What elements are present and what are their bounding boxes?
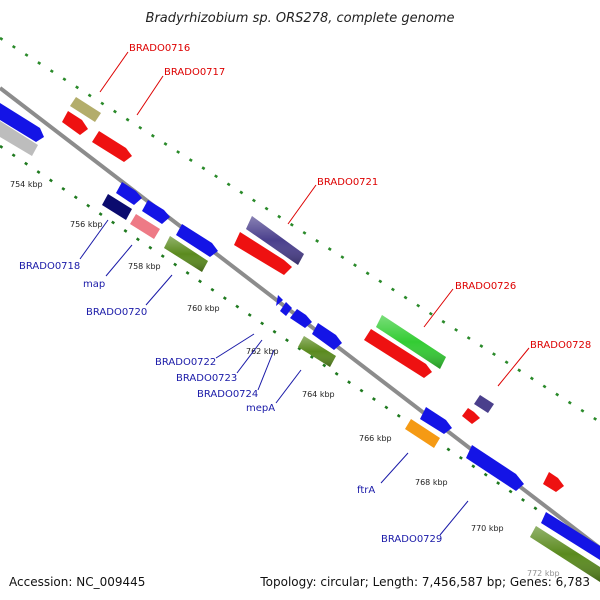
gene-arrow — [405, 419, 440, 448]
track-bottom — [0, 144, 600, 554]
gene-arrow — [142, 200, 170, 224]
gene-label-bottom: BRADO0724 — [197, 389, 258, 400]
ruler-ticks: 754 kbp 756 kbp 758 kbp 760 kbp 762 kbp … — [10, 180, 560, 578]
gene-shade — [298, 336, 336, 367]
leader-line — [105, 244, 133, 277]
gene-arrow — [466, 445, 524, 491]
tick-label: 756 kbp — [70, 220, 103, 229]
leader-line — [145, 274, 173, 306]
tick-label: 764 kbp — [302, 390, 335, 399]
gene-label-top: BRADO0728 — [530, 340, 591, 351]
gene-arrow — [102, 194, 132, 220]
leader-line — [257, 349, 275, 391]
map-title: Bradyrhizobium sp. ORS278, complete geno… — [146, 11, 455, 26]
gene-label-bottom: BRADO0720 — [86, 307, 147, 318]
leader-line — [99, 51, 129, 93]
gene-label-top: BRADO0726 — [455, 281, 516, 292]
gene-label-top: BRADO0721 — [317, 177, 378, 188]
leader-line — [497, 347, 530, 387]
gene-arrow — [312, 323, 342, 350]
tick-label: 766 kbp — [359, 434, 392, 443]
tick-label: 754 kbp — [10, 180, 43, 189]
gene-shade — [376, 315, 446, 369]
leader-line — [236, 339, 263, 374]
leader-line — [287, 184, 317, 225]
gene-arrow — [116, 182, 142, 205]
gene-arrow — [0, 103, 44, 142]
leader-line — [136, 75, 164, 116]
leader-line — [79, 219, 109, 260]
gene-shade — [246, 216, 304, 265]
top-labels: BRADO0716 BRADO0717 BRADO0721 BRADO0726 … — [99, 43, 591, 387]
leader-line — [380, 452, 409, 484]
gene-label-top: BRADO0717 — [164, 67, 225, 78]
gene-label-bottom: mepA — [246, 403, 275, 414]
gene-arrow — [462, 408, 480, 424]
gene-arrows — [0, 97, 600, 582]
gene-label-bottom: ftrA — [357, 485, 375, 496]
tick-label: 762 kbp — [246, 347, 279, 356]
gene-arrow — [0, 121, 38, 156]
gene-shade — [530, 526, 600, 582]
gene-label-top: BRADO0716 — [129, 43, 190, 54]
tick-label: 772 kbp — [527, 569, 560, 578]
gene-arrow — [176, 224, 218, 257]
gene-label-bottom: BRADO0723 — [176, 373, 237, 384]
gene-arrow — [130, 214, 160, 239]
gene-arrow — [234, 232, 292, 275]
gene-arrow — [543, 472, 564, 492]
tick-label: 760 kbp — [187, 304, 220, 313]
gene-arrow — [92, 131, 132, 162]
gene-arrow — [290, 309, 312, 328]
genome-stats-text: Topology: circular; Length: 7,456,587 bp… — [259, 575, 590, 589]
gene-arrow — [474, 395, 494, 413]
leader-line — [275, 369, 302, 404]
gene-label-bottom: BRADO0729 — [381, 534, 442, 545]
gene-arrow-shading — [164, 216, 600, 582]
gene-arrow — [276, 295, 283, 306]
gene-label-bottom: BRADO0718 — [19, 261, 80, 272]
gene-arrow — [364, 329, 432, 378]
tick-label: 758 kbp — [128, 262, 161, 271]
leader-line — [439, 500, 469, 536]
gene-arrow — [280, 302, 292, 316]
bottom-labels: BRADO0718 map BRADO0720 BRADO0722 BRADO0… — [19, 219, 469, 545]
accession-text: Accession: NC_009445 — [9, 575, 145, 589]
leader-line — [423, 288, 454, 328]
gene-label-bottom: map — [83, 279, 105, 290]
gene-arrow — [420, 407, 452, 434]
gene-arrow — [70, 97, 101, 122]
gene-label-bottom: BRADO0722 — [155, 357, 216, 368]
track-top — [0, 36, 600, 424]
leader-line — [215, 333, 255, 359]
gene-arrow — [62, 111, 88, 135]
tick-label: 768 kbp — [415, 478, 448, 487]
tick-label: 770 kbp — [471, 524, 504, 533]
gene-arrow — [541, 512, 600, 560]
gene-shade — [164, 236, 208, 272]
